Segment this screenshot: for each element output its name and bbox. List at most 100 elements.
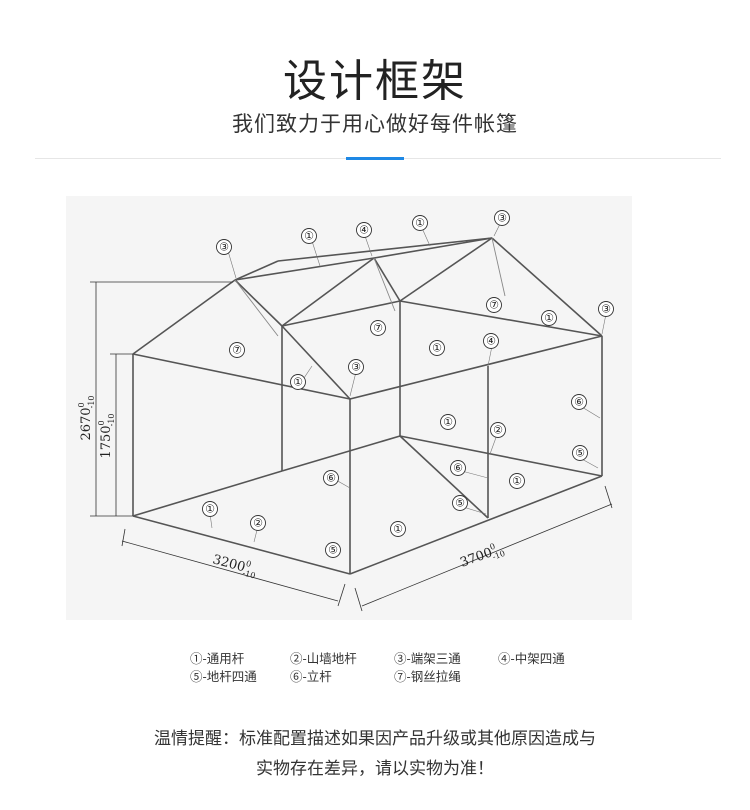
legend-row-1: ①-通用杆 ②-山墙地杆 ③-端架三通 ④-中架四通 [190, 650, 610, 668]
ground-back-left [281, 435, 401, 472]
legend-item: ③-端架三通 [394, 651, 461, 666]
callouts: ③ ① ④ ① ③ ⑦ ⑦ ⑦ ③ ① ④ ① ③ ① ⑥ ① ② ⑤ ⑥ ① … [202, 210, 614, 558]
svg-text:④: ④ [359, 224, 369, 237]
svg-text:④: ④ [486, 335, 496, 348]
callout-3-front-top: ③ [216, 239, 232, 255]
svg-text:②: ② [253, 517, 263, 530]
callout-6-mid-post: ⑥ [450, 460, 466, 476]
front-rafter-right [234, 279, 283, 327]
reminder-line-1: 温情提醒：标准配置描述如果因产品升级或其他原因造成与 [154, 729, 596, 749]
callout-6-rear-post: ⑥ [571, 394, 587, 410]
callout-1-ground-mid: ① [390, 521, 406, 537]
page-title: 设计框架 [283, 56, 467, 107]
ground-front [132, 515, 351, 575]
svg-text:⑦: ⑦ [232, 344, 242, 357]
callout-7-rear: ⑦ [486, 297, 502, 313]
guy-wire-2 [373, 257, 396, 312]
diagram-background [66, 196, 632, 620]
callout-1-eave-rear: ① [541, 310, 557, 326]
ridge-rear-right [277, 237, 493, 262]
svg-text:③: ③ [497, 212, 507, 225]
mid-rafter-left [281, 257, 375, 327]
dim-length [361, 503, 613, 607]
reminder-text: 温情提醒：标准配置描述如果因产品升级或其他原因造成与 实物存在差异，请以实物为准… [0, 724, 750, 784]
dim-length-label: 37000-10 [458, 539, 507, 572]
callout-5-rear-ground: ⑤ [572, 445, 588, 461]
callout-4-mid-post: ④ [483, 333, 499, 349]
legend-item: ⑤-地杆四通 [190, 669, 257, 684]
svg-text:②: ② [493, 424, 503, 437]
guy-wire-3 [491, 237, 506, 297]
svg-text:⑥: ⑥ [453, 462, 463, 475]
mid-rafter-right [373, 257, 401, 302]
svg-text:⑦: ⑦ [373, 322, 383, 335]
svg-text:③: ③ [219, 241, 229, 254]
callout-1-end-rafter: ① [290, 374, 306, 390]
tent-frame-diagram: 26700-10 17500-10 32000-10 37000-10 ③ [77, 210, 614, 612]
svg-text:①: ① [512, 475, 522, 488]
ridge-front [234, 257, 375, 281]
legend-item: ⑥-立杆 [290, 669, 332, 684]
svg-text:⑦: ⑦ [489, 299, 499, 312]
dim-width-label: 32000-10 [210, 550, 258, 580]
reminder-line-2: 实物存在差异，请以实物为准！ [256, 759, 494, 779]
callout-5-front-ground: ⑤ [325, 542, 341, 558]
callout-1-ground-right: ① [509, 473, 525, 489]
svg-text:①: ① [205, 503, 215, 516]
dimension-lines [90, 281, 613, 612]
callout-1-ridge-left: ① [301, 228, 317, 244]
callout-5-mid-ground: ⑤ [452, 495, 468, 511]
dimension-texts: 26700-10 17500-10 32000-10 37000-10 [77, 395, 506, 580]
legend-item: ⑦-钢丝拉绳 [394, 669, 461, 684]
dim-width [121, 540, 339, 602]
guy-wires [234, 237, 506, 337]
callout-7-mid: ⑦ [370, 320, 386, 336]
callout-3-rear-right: ③ [598, 301, 614, 317]
callout-7-front: ⑦ [229, 342, 245, 358]
svg-text:①: ① [393, 523, 403, 536]
dim-wall-height-label: 17500-10 [97, 413, 116, 458]
callout-1-eave-back: ① [440, 414, 456, 430]
callout-6-front-post: ⑥ [323, 470, 339, 486]
svg-text:⑤: ⑤ [575, 447, 585, 460]
svg-text:⑤: ⑤ [328, 544, 338, 557]
callout-1-ridge-right: ① [412, 215, 428, 231]
end-rafter-low [281, 325, 351, 400]
legend-item: ①-通用杆 [190, 651, 245, 666]
dim-length-right [604, 485, 613, 509]
divider-accent [346, 157, 404, 160]
callout-3-rear-top: ③ [494, 210, 510, 226]
ground-right [349, 475, 603, 575]
ground-mid [399, 435, 489, 519]
front-rafter-left [132, 279, 236, 355]
callout-2-ground-front: ② [250, 515, 266, 531]
dim-width-left [121, 528, 126, 547]
ridge-rear [373, 237, 493, 259]
ground-left [132, 470, 283, 517]
callout-1-ground-front: ① [202, 501, 218, 517]
legend-item: ④-中架四通 [498, 651, 565, 666]
legend-item: ②-山墙地杆 [290, 651, 357, 666]
rear-rafter-right [491, 237, 603, 337]
guy-wire-1 [234, 279, 279, 337]
svg-text:①: ① [304, 230, 314, 243]
svg-text:③: ③ [351, 361, 361, 374]
callout-1-eave-mid: ① [429, 340, 445, 356]
eave-back-left [281, 300, 401, 327]
legend-row-2: ⑤-地杆四通 ⑥-立杆 ⑦-钢丝拉绳 [190, 668, 610, 686]
dim-width-right [337, 583, 346, 607]
page-subtitle: 我们致力于用心做好每件帐篷 [232, 112, 518, 136]
ridge-left [234, 260, 279, 281]
svg-text:①: ① [544, 312, 554, 325]
eave-front [132, 353, 351, 400]
svg-text:③: ③ [601, 303, 611, 316]
dim-length-left [354, 587, 363, 612]
ground-back-right [399, 435, 603, 477]
eave-back-right [399, 300, 603, 337]
svg-text:①: ① [432, 342, 442, 355]
callout-4-ridge-mid: ④ [356, 222, 372, 238]
svg-text:⑥: ⑥ [326, 472, 336, 485]
svg-text:⑥: ⑥ [574, 396, 584, 409]
dim-total-height-label: 26700-10 [77, 395, 96, 440]
parts-legend: ①-通用杆 ②-山墙地杆 ③-端架三通 ④-中架四通 ⑤-地杆四通 ⑥-立杆 ⑦… [190, 650, 610, 686]
